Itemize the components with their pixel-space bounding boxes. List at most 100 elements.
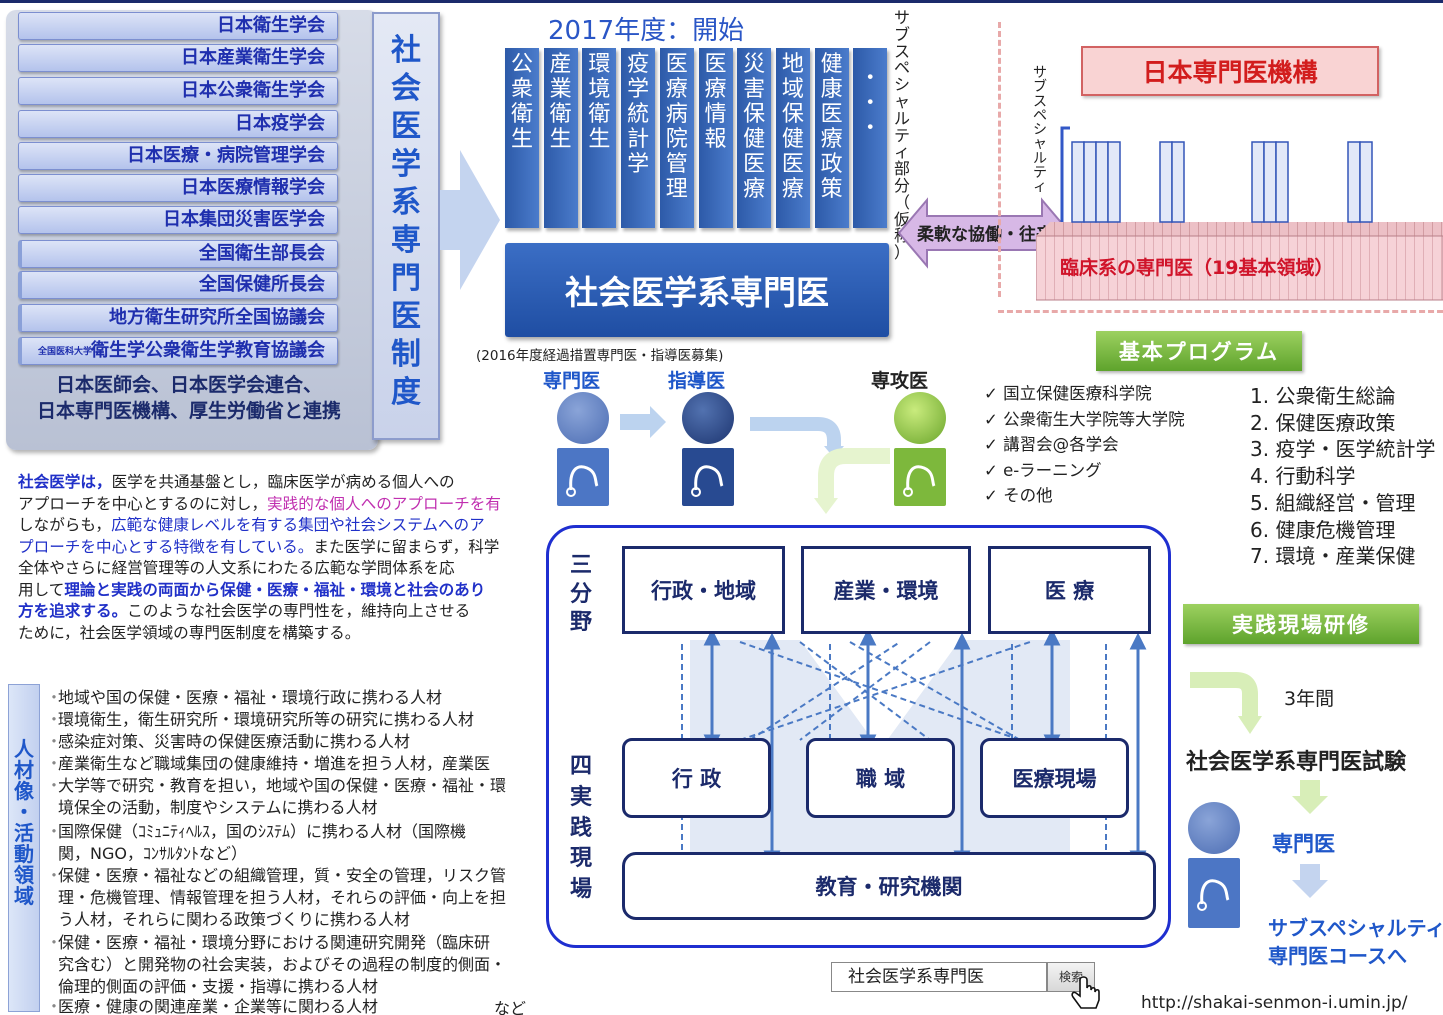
search-input[interactable]: 社会医学系専門医 xyxy=(831,962,1047,992)
job-item: 境保全の活動，制度やシステムに携わる人材 xyxy=(58,798,378,817)
collaboration-text: 日本医師会、日本医学会連合、 日本専門医機構、厚生労働省と連携 xyxy=(36,374,341,422)
society-item: 日本公衆衛生学会 xyxy=(18,77,338,105)
subspecialty-course-label: サブスペシャルティ 専門医コースへ xyxy=(1268,916,1443,968)
venue-item: ✓ 講習会@各学会 xyxy=(984,431,1119,455)
clinical-platform xyxy=(1036,141,1443,301)
job-item: 究含む）と開発物の社会実装，およびその過程の制度的側面・ xyxy=(58,955,507,974)
field-column: 疫学統計学 xyxy=(621,48,656,228)
field-column: ・・・ xyxy=(853,48,888,228)
job-item: う人材，それらに関わる政策づくりに携わる人材 xyxy=(58,910,411,929)
site-admin: 行 政 xyxy=(622,738,771,818)
exam-label: 社会医学系専門医試験 xyxy=(1186,750,1407,775)
venue-text: e-ラーニング xyxy=(1003,460,1102,480)
subject-item: 4. 行動科学 xyxy=(1250,464,1356,489)
hand-cursor-icon xyxy=(1071,976,1100,1009)
top-border xyxy=(0,0,1443,3)
field-column: 産業衛生 xyxy=(543,48,578,228)
venue-item: ✓ 公衆衛生大学院等大学院 xyxy=(984,406,1185,430)
check-icon: ✓ xyxy=(984,409,1004,429)
jmsb-dashed-border-bottom xyxy=(998,310,1443,313)
society-item: 全国保健所長会 xyxy=(18,271,338,299)
field-column: 環境衛生 xyxy=(582,48,617,228)
subject-item: 3. 疫学・医学統計学 xyxy=(1250,437,1436,462)
practice-arrow xyxy=(1190,672,1262,734)
field-column: 災害保健医療 xyxy=(737,48,772,228)
description: 社会医学は，医学を共通基盤とし，臨床医学が病める個人への アプローチを中心とする… xyxy=(18,473,501,642)
flexible-label: 柔軟な協働・往来 xyxy=(917,225,1053,245)
field-industry-env: 産業・環境 xyxy=(801,546,971,634)
subject-item: 6. 健康危機管理 xyxy=(1250,517,1396,542)
role-specialist-label: 専門医 xyxy=(543,370,601,392)
subject-item: 1. 公衆衛生総論 xyxy=(1250,384,1396,408)
check-icon: ✓ xyxy=(984,460,1004,480)
venue-item: ✓ その他 xyxy=(984,482,1053,506)
basic-program-label: 基本プログラム xyxy=(1096,331,1302,371)
job-item: 医療・健康の関連産業・企業等に関わる人材 xyxy=(46,996,378,1015)
practice-label: 実践現場研修 xyxy=(1183,604,1419,644)
job-item: 保健・医療・福祉などの組織管理，質・安全の管理，リスク管 xyxy=(46,865,506,886)
three-fields-label: 三分野 xyxy=(570,553,593,636)
transition-note: (2016年度経過措置専門医・指導医募集) xyxy=(476,348,724,364)
job-item: 保健・医療・福祉・環境分野における関連研究開発（臨床研 xyxy=(46,932,490,953)
society-item: 日本医療情報学会 xyxy=(18,174,338,202)
site-clinical: 医療現場 xyxy=(980,738,1129,818)
field-column: 医療病院管理 xyxy=(659,48,694,228)
job-item: 理・危機管理、情報管理を担う人材，それらの評価・向上を担 xyxy=(58,888,507,907)
society-item: 日本疫学会 xyxy=(18,110,338,138)
job-item: 大学等で研究・教育を担い，地域や国の保健・医療・福祉・環 xyxy=(46,775,506,796)
site-url[interactable]: http://shakai-senmon-i.umin.jp/ xyxy=(1141,993,1408,1013)
site-workplace: 職 域 xyxy=(806,738,955,818)
role-supervisor-label: 指導医 xyxy=(668,370,726,392)
job-item: 国際保健（ｺﾐｭﾆﾃｨﾍﾙｽ，国のｼｽﾃﾑ）に携わる人材（国際機 xyxy=(46,821,466,842)
field-column: 医療情報 xyxy=(698,48,733,228)
subject-item: 2. 保健医療政策 xyxy=(1250,410,1396,435)
flow-arrow xyxy=(440,150,500,290)
field-column: 地域保健医療 xyxy=(775,48,810,228)
society-item: 日本衛生学会 xyxy=(18,12,338,40)
venue-item: ✓ 国立保健医療科学院 xyxy=(984,380,1152,404)
society-prefix: 全国医科大学 xyxy=(38,347,93,357)
search-button[interactable]: 検索 xyxy=(1047,962,1095,992)
role-trainee-label: 専攻医 xyxy=(871,370,929,392)
specialist-arrow xyxy=(1292,864,1328,898)
four-sites-label: 四実践現場 xyxy=(570,754,593,903)
structure-frame xyxy=(546,525,1171,948)
jobs-label: 人材像・活動領域 xyxy=(8,684,40,1012)
exam-arrow xyxy=(1292,780,1328,814)
system-title: 社会医学系専門医制度 xyxy=(372,12,440,440)
job-item: 感染症対策、災害時の保健医療活動に携わる人材 xyxy=(46,731,410,752)
years-label: 3年間 xyxy=(1284,688,1335,710)
venue-text: 講習会@各学会 xyxy=(1003,435,1119,454)
society-item: 日本産業衛生学会 xyxy=(18,44,338,72)
start-year: 2017年度：開始 xyxy=(548,16,745,46)
society-item: 日本集団災害医学会 xyxy=(18,206,338,234)
job-item: 倫理的側面の評価・支援・指導に携わる人材 xyxy=(58,977,379,996)
job-item: 環境衛生，衛生研究所・環境研究所等の研究に携わる人材 xyxy=(46,709,474,730)
check-icon: ✓ xyxy=(984,486,1004,505)
venue-text: その他 xyxy=(1003,486,1053,505)
role-arrows xyxy=(620,406,890,514)
check-icon: ✓ xyxy=(984,384,1004,403)
subject-item: 7. 環境・産業保健 xyxy=(1250,544,1416,569)
clinical-label: 臨床系の専門医（19基本領域） xyxy=(1060,257,1334,279)
society-item: 日本医療・病院管理学会 xyxy=(18,142,338,170)
subject-item: 5. 組織経営・管理 xyxy=(1250,490,1416,515)
site-education-research: 教育・研究機関 xyxy=(622,852,1156,920)
specialist-box: 社会医学系専門医 xyxy=(505,243,889,337)
job-item: 産業衛生など職域集団の健康維持・増進を担う人材，産業医 xyxy=(46,753,490,774)
subspecialty-vertical-label: サブスペシャルティ xyxy=(1033,65,1047,196)
society-item: 地方衛生研究所全国協議会 xyxy=(18,304,338,332)
jmsb-dashed-border-left xyxy=(998,22,1001,297)
society-item: 全国衛生部長会 xyxy=(18,240,338,268)
job-item: 地域や国の保健・医療・福祉・環境行政に携わる人材 xyxy=(46,687,442,708)
field-admin-region: 行政・地域 xyxy=(622,546,785,634)
venue-item: ✓ e-ラーニング xyxy=(984,457,1102,481)
field-medical: 医 療 xyxy=(988,546,1151,634)
field-column: 健康医療政策 xyxy=(814,48,849,228)
society-item: 衛生学公衆衛生学教育協議会 xyxy=(18,337,338,365)
venue-text: 公衆衛生大学院等大学院 xyxy=(1003,409,1185,429)
check-icon: ✓ xyxy=(984,435,1004,454)
jmsb-label: 日本専門医機構 xyxy=(1081,46,1379,96)
venue-text: 国立保健医療科学院 xyxy=(1003,384,1152,403)
